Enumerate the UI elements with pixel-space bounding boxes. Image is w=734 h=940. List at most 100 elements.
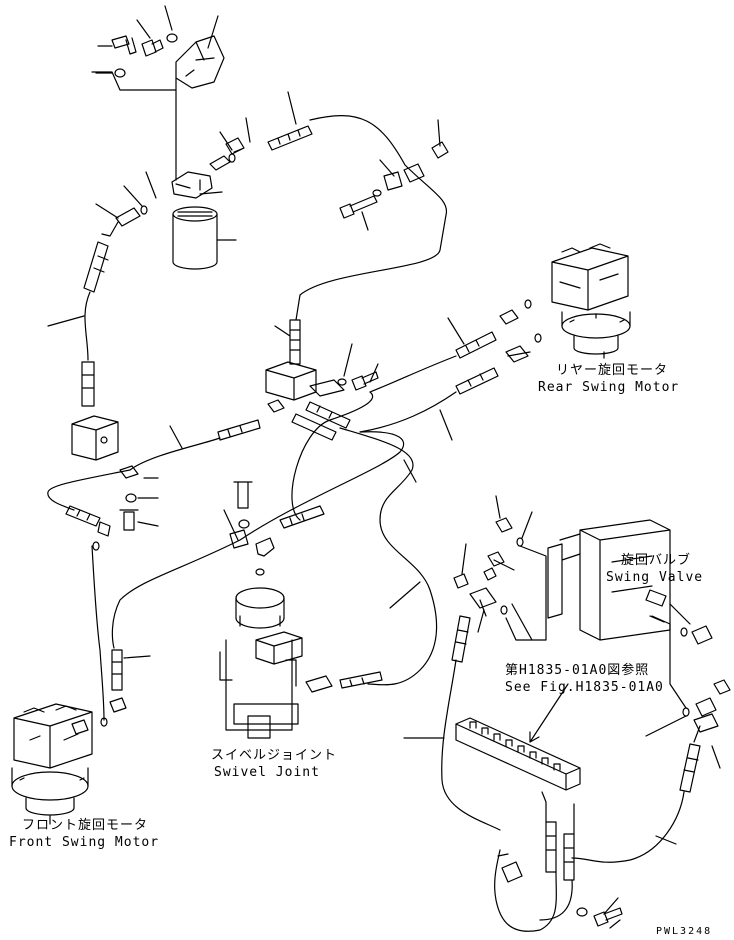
bottom-hose-fitting-a: [546, 822, 556, 872]
leader: [224, 510, 238, 540]
swing-valve-inner: [548, 534, 580, 618]
manifold-hose-fitting-2: [292, 414, 336, 440]
line-filter-group: [96, 118, 250, 269]
leader: [138, 522, 158, 526]
front-motor-flange: [12, 772, 88, 800]
swivel-clamp: [230, 530, 248, 548]
bottom-clamp: [498, 854, 522, 882]
fitting-left: [98, 522, 110, 536]
bolt-hose-clamp: [340, 196, 377, 218]
long-hose-runs: [48, 392, 437, 720]
right-fittings-group: [572, 616, 730, 862]
manifold-ports: [470, 722, 560, 770]
leader: [362, 212, 368, 230]
fitting-right-b: [696, 698, 716, 716]
rear-motor-body: [552, 248, 628, 310]
leader: [146, 172, 156, 198]
center-manifold-group: [218, 344, 378, 440]
hose-run-d: [292, 392, 373, 520]
hose-left-long-fitting: [66, 506, 100, 526]
front-motor-fittings: [72, 698, 126, 734]
o-ring: [229, 154, 235, 162]
front-motor-bolts: [20, 778, 84, 824]
swivel-cap: [236, 588, 284, 608]
leader: [610, 920, 620, 928]
leader: [604, 898, 618, 914]
filter-cartridge-top: [173, 207, 217, 221]
leader: [646, 716, 686, 736]
front-motor-housing: [12, 768, 88, 815]
fitting-right-a: [714, 680, 730, 694]
bottom-hose-loop-2: [540, 880, 572, 920]
swivel-main-body: [226, 640, 292, 730]
front-motor-detail: [24, 706, 78, 740]
hose-run-e: [92, 546, 104, 720]
leader: [137, 20, 150, 38]
front-hose-fitting: [112, 650, 122, 690]
swivel-block: [256, 632, 302, 664]
mounting-bracket: [176, 36, 224, 88]
leader: [440, 410, 452, 440]
hose-rear-a-line: [370, 356, 456, 392]
drawing-code: PWL3248: [656, 926, 713, 937]
rear-hoses-group: [360, 318, 498, 440]
leader: [438, 120, 440, 146]
leader: [478, 610, 484, 632]
rear-motor-housing: [562, 312, 630, 354]
leader: [124, 656, 150, 658]
swivel-side-fitting: [306, 676, 332, 692]
swing-valve-details: [612, 556, 666, 622]
leader: [522, 512, 532, 538]
leader: [404, 460, 416, 482]
leader: [170, 426, 182, 448]
leader: [200, 192, 222, 194]
hose-rear-b-line: [360, 392, 456, 432]
manifold-plate: [310, 380, 344, 396]
swivel-joint-label-jp: スイベルジョイント: [211, 748, 338, 763]
bottom-pipe-to-valve: [542, 792, 574, 834]
bottom-hose-assembly: [495, 792, 622, 931]
leader: [370, 364, 378, 382]
leader: [275, 326, 290, 336]
swing-valve-label-en: Swing Valve: [606, 570, 704, 585]
swivel-upper-body: [236, 598, 284, 628]
rear-motor-fittings: [500, 310, 528, 362]
hose-rear-a-fitting: [456, 332, 496, 358]
bolt-manifold: [352, 372, 378, 390]
swing-valve: [548, 520, 712, 644]
hose-right-fitting: [680, 744, 700, 792]
leader: [344, 344, 352, 376]
fitting-c: [454, 574, 468, 588]
washer-left-clamp: [126, 494, 136, 502]
hose-valve-line: [442, 660, 500, 830]
hose-top-fitting: [268, 126, 312, 150]
front-motor-body: [14, 704, 92, 768]
left-hose-group: [48, 242, 118, 460]
filter-head: [172, 172, 212, 198]
bracket-frame-lines: [92, 72, 176, 180]
swing-valve-label-jp: 旋回バルブ: [621, 553, 692, 568]
manifold-arrow: [530, 684, 568, 742]
top-hose-group: [268, 92, 448, 364]
hose-left-fitting-lower: [82, 362, 94, 406]
swivel-joint-label-en: Swivel Joint: [214, 765, 320, 780]
o-ring-valve: [681, 628, 687, 636]
bracket-hardware-group: [92, 6, 224, 180]
valve-pipe-lines: [506, 546, 546, 640]
swivel-joint: [220, 482, 382, 738]
hose-mid-fitting: [290, 320, 300, 364]
leader: [48, 316, 84, 326]
o-ring-rear: [535, 334, 541, 342]
fitting-a: [496, 518, 512, 532]
manifold-hose-fitting-1: [306, 402, 350, 428]
leader: [712, 746, 720, 768]
o-ring-tee: [501, 606, 507, 614]
swivel-lower-flange: [220, 652, 296, 686]
washer-hose-clamp: [373, 190, 381, 196]
hose-top-line: [296, 116, 447, 320]
swivel-base: [234, 704, 298, 724]
see-figure-label-jp: 第H1835-01A0図参照: [505, 663, 650, 678]
swivel-top-washer: [239, 520, 249, 528]
fitting-tee: [470, 588, 496, 616]
